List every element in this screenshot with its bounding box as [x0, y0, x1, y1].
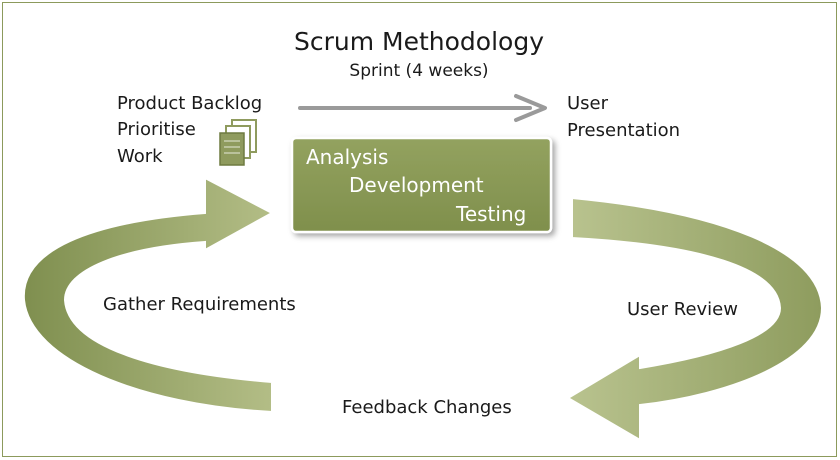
- process-box: Analysis Development Testing: [290, 136, 553, 234]
- label-feedback-changes: Feedback Changes: [342, 397, 512, 418]
- backlog-line-work: Work: [117, 146, 163, 167]
- label-gather-requirements: Gather Requirements: [103, 294, 296, 315]
- diagram-subtitle: Sprint (4 weeks): [349, 61, 488, 81]
- document-stack-icon: [219, 119, 257, 166]
- cycle-arrow-left: [22, 176, 275, 414]
- cycle-arrow-right: [566, 196, 824, 442]
- process-analysis: Analysis: [306, 145, 388, 169]
- diagram-title: Scrum Methodology: [294, 27, 544, 56]
- presentation-line-user: User: [567, 93, 609, 114]
- label-user-review: User Review: [627, 299, 738, 320]
- backlog-line-prioritise: Prioritise: [117, 119, 196, 140]
- process-testing: Testing: [455, 202, 526, 226]
- sprint-arrow-icon: [298, 94, 547, 122]
- presentation-line-presentation: Presentation: [567, 120, 680, 141]
- process-development: Development: [349, 173, 484, 197]
- backlog-line-product-backlog: Product Backlog: [117, 93, 262, 114]
